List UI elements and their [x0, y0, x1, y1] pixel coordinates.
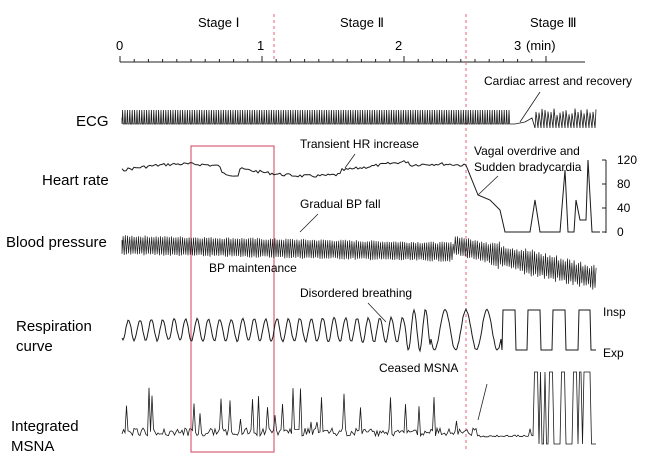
pointer-cardiac-arrest	[519, 91, 541, 123]
time-tick-3: 3	[514, 38, 521, 53]
respiration-trace	[121, 307, 596, 353]
stage-2-label: Stage Ⅱ	[340, 15, 384, 30]
annotation-hr-increase: Transient HR increase	[300, 137, 419, 151]
time-axis-unit: (min)	[526, 38, 556, 53]
pointer-hr-increase	[344, 153, 356, 169]
hr-scale-120: 120	[617, 153, 637, 167]
row-label-ecg: ECG	[76, 113, 109, 130]
row-label-integrated: Integrated	[11, 418, 79, 435]
row-label-blood-pressure: Blood pressure	[6, 234, 107, 251]
resp-scale-exp: Exp	[603, 346, 624, 360]
time-axis: 0 1 2 3 (min)	[116, 38, 585, 63]
annotation-bp-fall: Gradual BP fall	[300, 197, 381, 211]
row-label-msna: MSNA	[11, 438, 54, 455]
blood-pressure-trace	[121, 235, 597, 290]
time-axis-ticks	[119, 56, 547, 62]
msna-trace	[121, 371, 596, 445]
stage-3-label: Stage Ⅲ	[530, 15, 577, 30]
row-label-respiration-curve: curve	[16, 338, 53, 355]
time-tick-2: 2	[395, 38, 402, 53]
physiological-traces	[121, 108, 600, 445]
annotation-disordered-breathing: Disordered breathing	[300, 286, 412, 300]
hr-scale-80: 80	[617, 177, 631, 191]
annotation-cardiac-arrest: Cardiac arrest and recovery	[484, 74, 632, 88]
heart-rate-trace	[121, 159, 600, 233]
hr-scale-40: 40	[617, 201, 631, 215]
hr-scale-0: 0	[617, 225, 624, 239]
annotation-vagal-overdrive: Vagal overdrive and	[474, 144, 580, 158]
time-tick-0: 0	[116, 38, 123, 53]
ecg-trace	[121, 108, 597, 129]
pointer-bradycardia	[477, 175, 499, 196]
time-tick-1: 1	[257, 38, 264, 53]
stage-1-highlight-box	[190, 145, 275, 453]
heart-rate-scale: 120 80 40 0	[602, 153, 637, 239]
resp-scale-insp: Insp	[603, 305, 626, 319]
annotation-bp-maintenance: BP maintenance	[209, 261, 297, 275]
row-label-heart-rate: Heart rate	[42, 172, 109, 189]
pointer-bp-fall	[299, 213, 319, 233]
row-label-respiration: Respiration	[16, 318, 92, 335]
annotation-ceased-msna: Ceased MSNA	[379, 361, 458, 375]
pointer-ceased-msna	[477, 383, 488, 421]
pointer-disordered-breathing	[367, 302, 387, 323]
stage-1-label: Stage Ⅰ	[198, 15, 239, 30]
annotation-sudden-bradycardia: Sudden bradycardia	[474, 160, 582, 174]
